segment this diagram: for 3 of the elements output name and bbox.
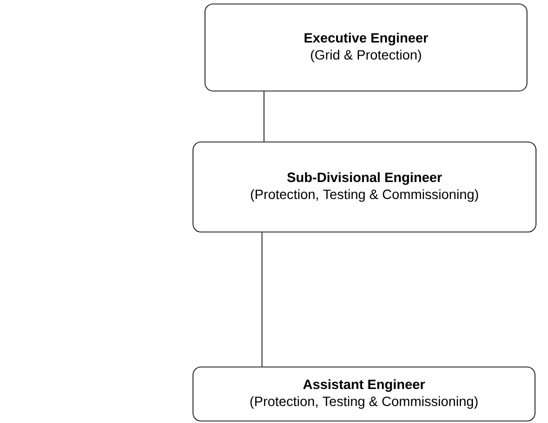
role-box: Assistant Engineer (Protection, Testing & Commissioning): [192, 366, 536, 422]
role-box: Executive Engineer (Grid & Protection): [204, 4, 528, 92]
role-box: Sub-Divisional Engineer (Protection, Testing & Commissioning): [192, 142, 536, 232]
